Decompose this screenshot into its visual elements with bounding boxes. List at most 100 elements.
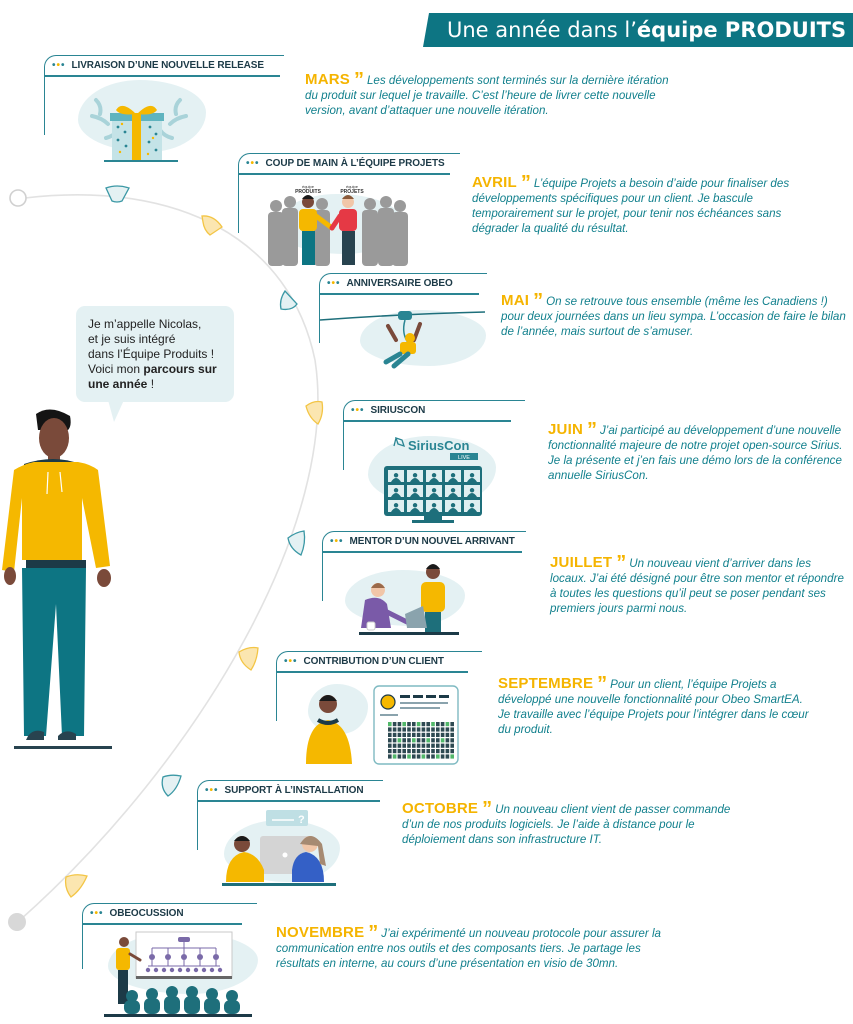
heat-cell	[436, 722, 440, 727]
entry-juillet: JUILLET”Un nouveau vient d’arriver dans …	[550, 553, 850, 616]
heat-cell	[402, 743, 406, 748]
heat-cell	[431, 754, 435, 759]
heat-cell	[440, 754, 445, 759]
quote-icon: ”	[597, 673, 608, 695]
dots-icon: •••	[284, 656, 298, 667]
page-title-prefix: Une année dans l’	[447, 18, 637, 42]
conference-screen-icon: SiriusCon LIVE	[368, 430, 498, 526]
heat-cell	[402, 727, 406, 732]
heat-cell	[416, 754, 421, 759]
heat-cell	[421, 732, 426, 737]
heat-cell	[392, 727, 397, 732]
milestone-marker-mai	[279, 289, 298, 311]
entry-text: On se retrouve tous ensemble (même les C…	[501, 295, 846, 338]
heat-cell	[421, 743, 426, 748]
card-heading: •••ANNIVERSAIRE OBEO	[327, 275, 453, 293]
heat-cell	[397, 743, 402, 748]
timeline-end-node	[8, 913, 26, 931]
heat-cell	[392, 749, 397, 754]
card-heading: •••MENTOR D’UN NOUVEL ARRIVANT	[330, 533, 515, 551]
card-divider	[44, 75, 280, 77]
support-computer-icon: ?	[222, 808, 342, 892]
heat-cell	[445, 727, 450, 732]
entry-text: L’équipe Projets a besoin d’aide pour fi…	[472, 177, 790, 235]
heat-cell	[445, 732, 450, 737]
bubble-line: Je m’appelle Nicolas,	[88, 317, 202, 331]
quote-icon: ”	[520, 172, 531, 194]
heat-cell	[450, 727, 454, 732]
team-produits-small: équipe	[302, 184, 315, 189]
attendee-silhouette	[467, 503, 477, 512]
month-label: JUILLET	[550, 554, 613, 571]
heat-cell	[421, 738, 426, 743]
heat-cell	[407, 727, 411, 732]
quote-icon: ”	[586, 419, 597, 441]
attendee-silhouette	[391, 503, 401, 512]
team-projets-small: équipe	[346, 184, 359, 189]
milestone-marker-mars	[105, 185, 130, 203]
heat-cell	[416, 722, 421, 727]
heat-cell	[445, 743, 450, 748]
heat-cell	[388, 738, 392, 743]
entry-mai: MAI”On se retrouve tous ensemble (même l…	[501, 291, 853, 339]
attendee-silhouette	[429, 488, 439, 497]
entry-novembre: NOVEMBRE”J’ai expérimenté un nouveau pro…	[276, 922, 676, 971]
heat-cell	[412, 738, 416, 743]
heat-cell	[421, 722, 426, 727]
heat-cell	[416, 732, 421, 737]
heat-cell	[440, 722, 445, 727]
heat-cell	[416, 743, 421, 748]
entry-octobre: OCTOBRE”Un nouveau client vient de passe…	[402, 799, 752, 847]
month-label: AVRIL	[472, 174, 517, 191]
card-heading: •••CONTRIBUTION D’UN CLIENT	[284, 653, 444, 671]
heat-cell	[388, 754, 392, 759]
heat-cell	[431, 722, 435, 727]
card-title: SIRIUSCON	[370, 405, 426, 416]
heat-cell	[402, 738, 406, 743]
heat-cell	[392, 754, 397, 759]
heat-cell	[431, 743, 435, 748]
heat-cell	[416, 749, 421, 754]
dots-icon: •••	[52, 60, 66, 71]
dots-icon: •••	[90, 908, 104, 919]
dots-icon: •••	[351, 405, 365, 416]
milestone-marker-avril	[201, 215, 223, 236]
page-title-banner: Une année dans l’équipe PRODUITS	[423, 13, 853, 47]
bubble-text: Voici mon	[88, 362, 144, 376]
bubble-line: Voici mon parcours sur	[88, 362, 234, 377]
card-divider	[343, 420, 511, 422]
heat-cell	[440, 727, 445, 732]
bubble-line: et je suis intégré	[88, 332, 176, 346]
card-divider	[319, 293, 479, 295]
heat-cell	[397, 738, 402, 743]
entry-text: J’ai expérimenté un nouveau protocole po…	[276, 927, 661, 970]
milestone-marker-septembre	[238, 646, 259, 671]
quote-icon: ”	[368, 922, 379, 944]
entry-text: Un nouveau vient d’arriver dans les loca…	[550, 557, 844, 615]
heat-cell	[450, 754, 454, 759]
bubble-bold: une année	[88, 377, 148, 391]
heat-cell	[440, 743, 445, 748]
heat-cell	[388, 722, 392, 727]
milestone-marker-novembre	[64, 874, 88, 898]
heat-cell	[440, 732, 445, 737]
heat-cell	[450, 743, 454, 748]
month-label: SEPTEMBRE	[498, 675, 594, 692]
heat-cell	[436, 727, 440, 732]
heat-cell	[436, 754, 440, 759]
card-title: COUP DE MAIN À L’ÉQUIPE PROJETS	[265, 158, 445, 169]
heat-cell	[397, 754, 402, 759]
attendee-silhouette	[391, 488, 401, 497]
heat-cell	[436, 749, 440, 754]
heat-cell	[392, 722, 397, 727]
client-profile-icon	[300, 680, 465, 770]
heat-cell	[436, 738, 440, 743]
dots-icon: •••	[205, 785, 219, 796]
card-divider	[238, 173, 450, 175]
heat-cell	[392, 743, 397, 748]
heat-cell	[402, 754, 406, 759]
bubble-line: une année !	[88, 377, 234, 392]
heat-cell	[412, 722, 416, 727]
heat-cell	[431, 727, 435, 732]
heat-cell	[426, 732, 430, 737]
